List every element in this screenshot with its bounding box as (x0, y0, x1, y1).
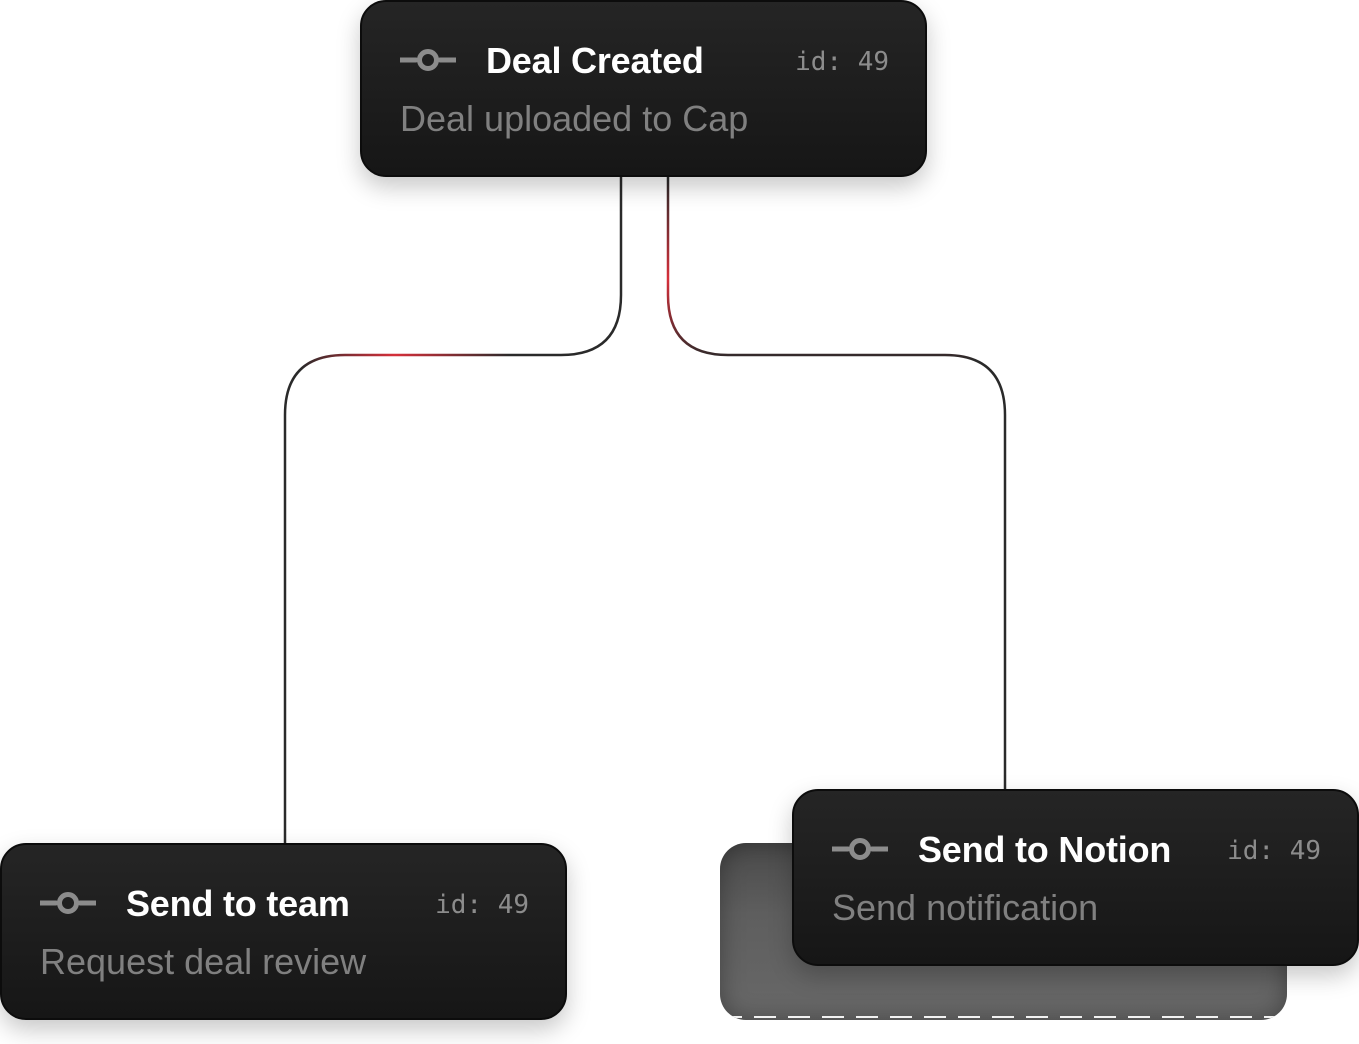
node-header: Deal Created id: 49 (400, 38, 889, 84)
node-subtitle: Send notification (832, 887, 1099, 928)
node-title: Send to Notion (918, 829, 1172, 870)
node-send-to-team[interactable]: Send to team id: 49 Request deal review (0, 843, 567, 1020)
node-subtitle: Request deal review (40, 941, 367, 982)
node-subtitle: Deal uploaded to Cap (400, 98, 749, 139)
node-id: id: 49 (795, 47, 889, 77)
node-header: Send to team id: 49 (40, 881, 529, 927)
connector-right (666, 176, 1007, 792)
node-title: Deal Created (486, 40, 704, 81)
connector-left (283, 176, 623, 845)
commit-icon (400, 49, 456, 71)
node-id: id: 49 (1227, 836, 1321, 866)
node-header: Send to Notion id: 49 (832, 827, 1321, 873)
node-deal-created[interactable]: Deal Created id: 49 Deal uploaded to Cap (360, 0, 927, 177)
node-title: Send to team (126, 883, 350, 924)
ghost-dashed-edge (720, 1016, 1287, 1018)
node-id: id: 49 (435, 890, 529, 920)
commit-icon (40, 892, 96, 914)
node-send-to-notion[interactable]: Send to Notion id: 49 Send notification (792, 789, 1359, 966)
commit-icon (832, 838, 888, 860)
